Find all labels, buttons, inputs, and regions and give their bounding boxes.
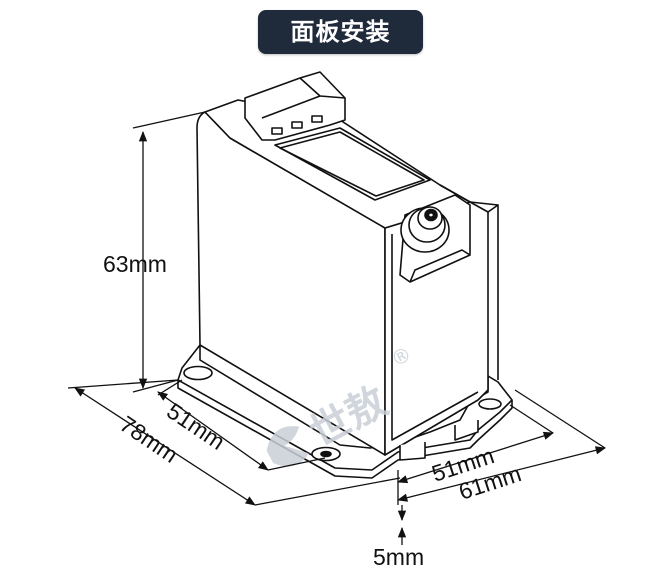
brand-logo-icon bbox=[266, 426, 309, 467]
dimension-lines bbox=[67, 111, 607, 545]
mounting-hole-left bbox=[183, 365, 213, 381]
dim-label-height: 63mm bbox=[103, 251, 167, 277]
dim-ext-outer-end bbox=[254, 477, 401, 506]
coax-connector bbox=[400, 206, 450, 253]
dim-ext-top bbox=[132, 111, 206, 129]
mounting-hole-right bbox=[478, 398, 502, 410]
dim-ext-outer-start bbox=[67, 379, 179, 389]
dim-ext-width-outer-end bbox=[514, 389, 606, 449]
terminal-screw-2 bbox=[291, 121, 303, 129]
terminal-screw-3 bbox=[311, 115, 323, 123]
dim-depth-outer-line bbox=[74, 387, 256, 506]
terminal-screw-1 bbox=[271, 127, 283, 135]
dim-width-outer-line bbox=[396, 446, 607, 502]
page-title: 面板安装 bbox=[258, 10, 423, 54]
dim-label-thickness: 5mm bbox=[373, 544, 424, 570]
dim-ext-width-end bbox=[509, 404, 554, 434]
display-window bbox=[274, 127, 431, 201]
dim-ext-depth-end bbox=[267, 457, 326, 471]
